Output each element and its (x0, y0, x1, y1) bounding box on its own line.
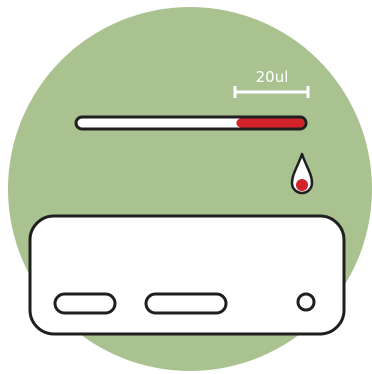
capillary-tube (76, 117, 306, 129)
device-slot-small (55, 294, 115, 313)
device-sample-port (298, 294, 314, 310)
device-body (30, 216, 344, 334)
drop-blood-dot (296, 179, 308, 191)
device-slot-large (146, 294, 226, 313)
test-device-icon (30, 216, 344, 334)
capillary-tube-blood-fill (236, 119, 304, 128)
scale-bar-label: 20ul (256, 68, 289, 86)
